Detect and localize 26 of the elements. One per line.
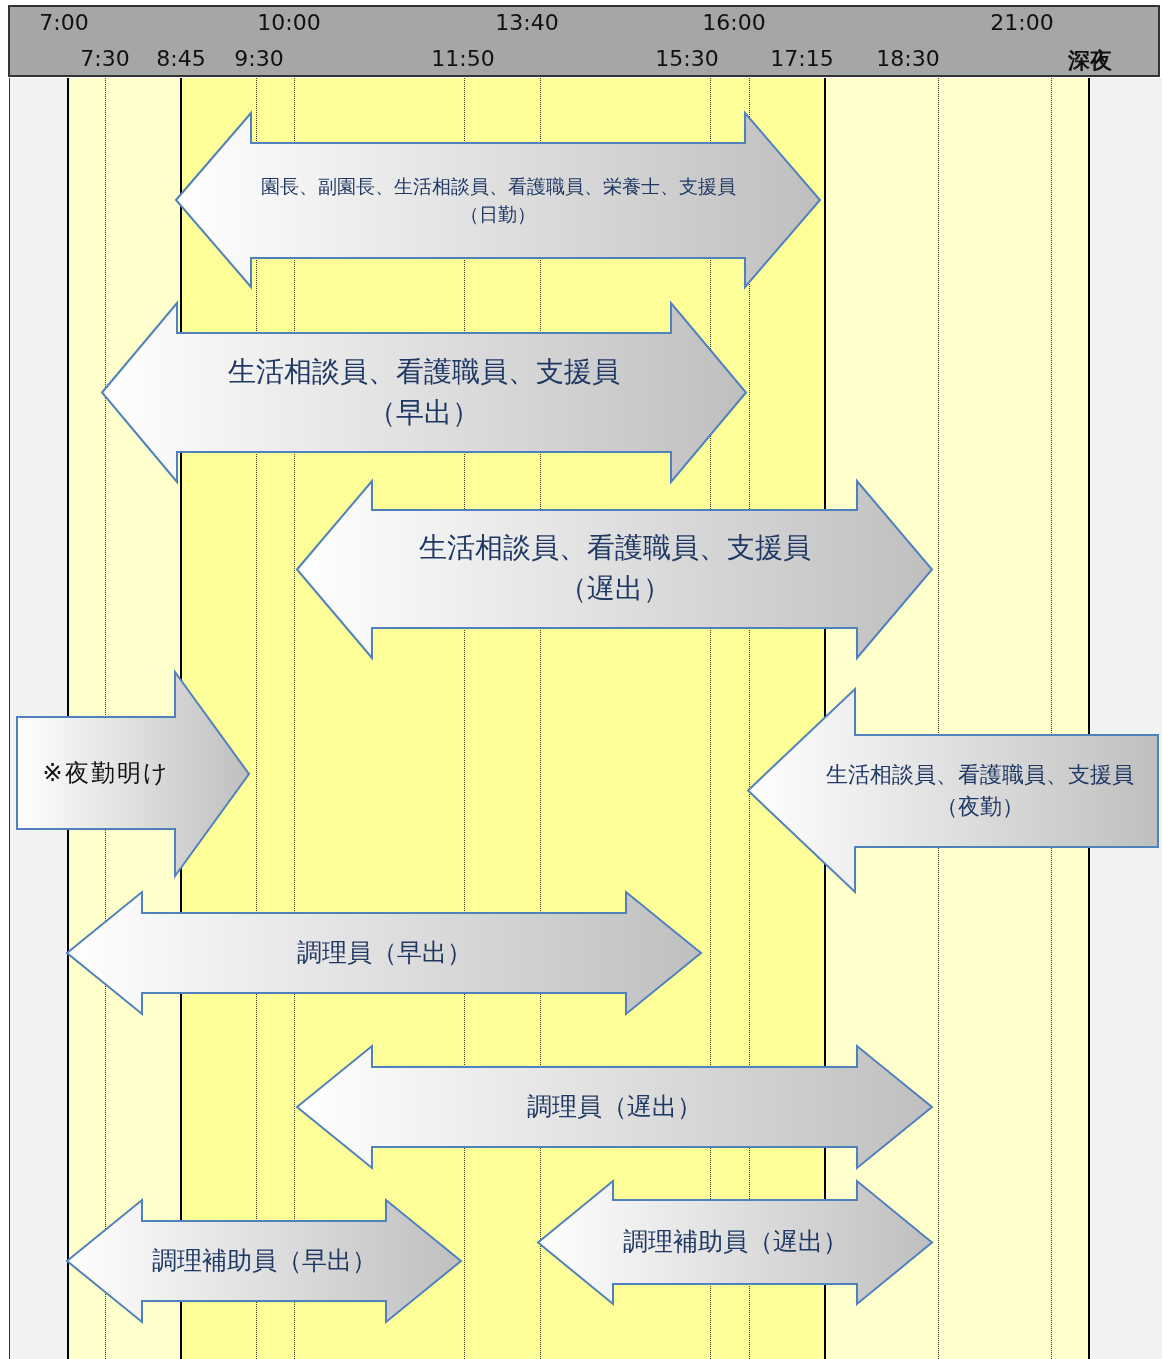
shift-label: 生活相談員、看護職員、支援員 <box>228 353 620 390</box>
shift-label: （遅出） <box>558 571 671 607</box>
shift-label: （早出） <box>368 394 480 431</box>
time-label: 18:30 <box>876 46 940 71</box>
shift-label: ※夜勤明け <box>42 757 170 789</box>
shift-label: 園長、副園長、生活相談員、看護職員、栄養士、支援員 <box>260 173 736 199</box>
time-label: 17:15 <box>770 46 834 71</box>
time-label: 13:40 <box>495 10 559 35</box>
time-label: 7:30 <box>80 46 130 71</box>
shift-label: 調理員（遅出） <box>527 1090 702 1123</box>
time-label: 15:30 <box>655 46 719 71</box>
time-label: 9:30 <box>234 46 284 71</box>
time-label: 7:00 <box>39 10 89 35</box>
shift-label: （日勤） <box>460 201 536 227</box>
shift-label: （夜勤） <box>935 793 1024 821</box>
shift-label: 調理補助員（遅出） <box>622 1225 848 1258</box>
shift-label: 生活相談員、看護職員、支援員 <box>825 761 1134 790</box>
time-label: 10:00 <box>257 10 321 35</box>
time-label: 21:00 <box>990 10 1054 35</box>
shift-label: 生活相談員、看護職員、支援員 <box>418 530 811 567</box>
shift-label: 調理員（早出） <box>296 936 472 969</box>
time-label: 16:00 <box>702 10 766 35</box>
time-label: 11:50 <box>431 46 495 71</box>
shift-label: 調理補助員（早出） <box>151 1244 377 1277</box>
time-label: 深夜 <box>1068 47 1112 75</box>
time-label: 8:45 <box>156 46 206 71</box>
